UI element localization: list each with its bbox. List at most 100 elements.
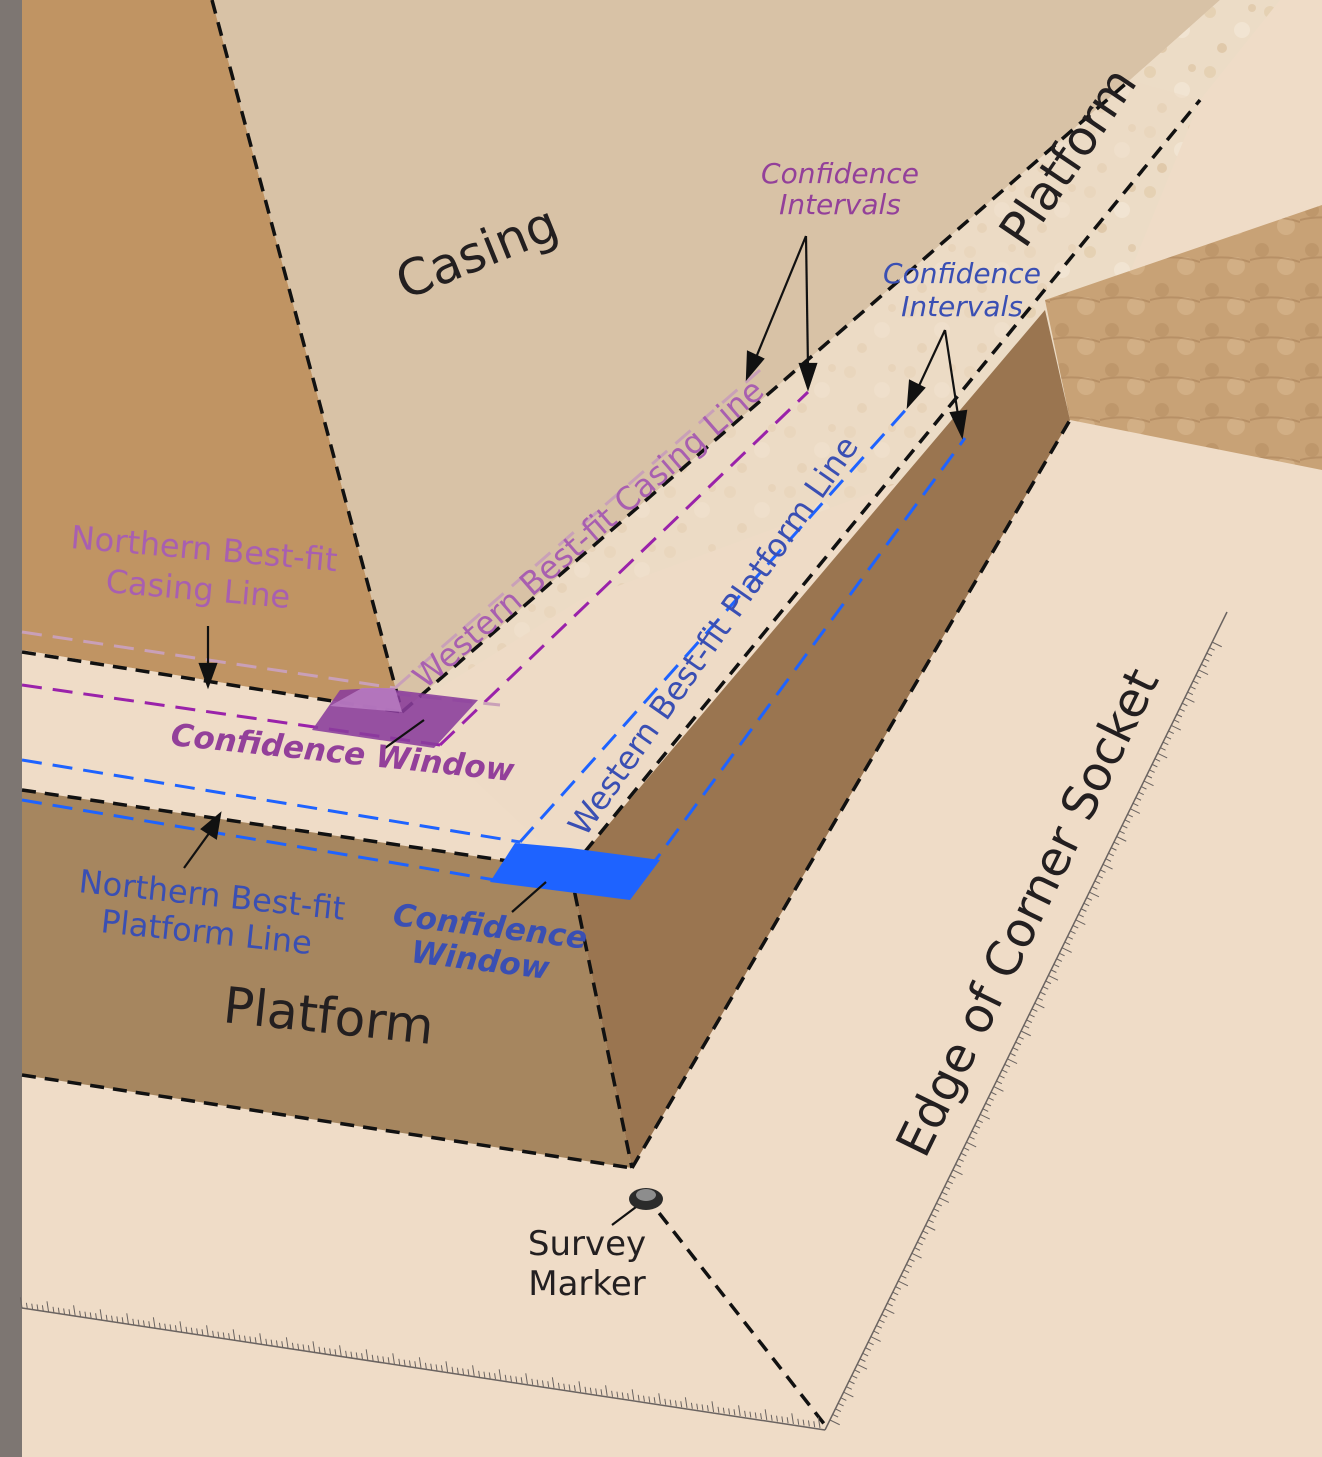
ruler-tick bbox=[936, 1202, 943, 1207]
ruler-tick bbox=[637, 1394, 640, 1401]
ruler-tick bbox=[781, 1416, 784, 1423]
ruler-tick bbox=[684, 1397, 688, 1409]
ruler-tick bbox=[1154, 758, 1161, 762]
ruler-tick bbox=[36, 1304, 39, 1311]
ruler-tick bbox=[786, 1417, 789, 1424]
ruler-tick bbox=[1018, 1036, 1024, 1040]
ruler-tick bbox=[990, 1091, 997, 1096]
ruler-tick bbox=[843, 1391, 854, 1398]
ruler-tick bbox=[960, 1152, 967, 1157]
ruler-tick bbox=[222, 1332, 225, 1339]
ruler-tick bbox=[1206, 652, 1213, 657]
ruler-tick bbox=[1170, 724, 1182, 731]
ruler-tick bbox=[285, 1337, 289, 1349]
ruler-tick bbox=[568, 1384, 571, 1391]
socket-edge-west bbox=[824, 611, 1228, 1431]
arrow-blue-ci-1-shaft bbox=[917, 329, 946, 389]
arrow-purple-ci-2-shaft bbox=[804, 235, 810, 369]
ruler-tick bbox=[371, 1354, 374, 1361]
ruler-tick bbox=[963, 1147, 970, 1151]
ruler-tick bbox=[1078, 913, 1084, 918]
platform-edge-western bbox=[568, 98, 1202, 872]
ruler-tick bbox=[1116, 836, 1127, 842]
ruler-tick bbox=[440, 1365, 443, 1372]
ruler-tick bbox=[589, 1387, 592, 1394]
purple-confidence-intervals-label-2: Intervals bbox=[779, 188, 901, 221]
ruler-tick bbox=[494, 1373, 496, 1380]
ruler-tick bbox=[57, 1307, 60, 1314]
ruler-tick bbox=[865, 1347, 872, 1351]
ruler-tick bbox=[895, 1286, 902, 1290]
ruler-tick bbox=[212, 1330, 215, 1337]
ruler-tick bbox=[99, 1309, 103, 1321]
left-frame bbox=[0, 0, 22, 1457]
ruler-tick bbox=[1045, 980, 1052, 985]
pointer-purple-window bbox=[384, 719, 425, 749]
ruler-tick bbox=[126, 1313, 129, 1325]
platform-edge-corner bbox=[568, 869, 634, 1169]
socket-diagonal bbox=[643, 1193, 827, 1427]
ruler-tick bbox=[1135, 797, 1142, 801]
ruler-tick bbox=[930, 1213, 937, 1218]
ruler-tick bbox=[876, 1325, 883, 1329]
ruler-tick bbox=[1091, 886, 1098, 890]
ruler-tick bbox=[190, 1327, 193, 1334]
ruler-ticks bbox=[19, 641, 1222, 1429]
arrow-blue-ci-1-head bbox=[906, 379, 926, 410]
casing-face-left bbox=[22, 0, 402, 712]
ruler-tick bbox=[1015, 1041, 1022, 1046]
ruler-tick bbox=[1012, 1047, 1019, 1051]
ruler-tick bbox=[408, 1360, 411, 1367]
ruler-tick bbox=[1124, 819, 1131, 823]
ruler-tick bbox=[998, 1075, 1005, 1079]
ruler-tick bbox=[270, 1339, 273, 1346]
ruler-tick bbox=[1119, 830, 1125, 835]
ruler-tick bbox=[971, 1130, 978, 1135]
ruler-tick bbox=[551, 1377, 555, 1389]
ruler-tick bbox=[281, 1341, 284, 1348]
ruler-tick bbox=[922, 1230, 929, 1235]
arrow-purple-ci-2-head bbox=[798, 362, 818, 392]
ruler-tick bbox=[217, 1331, 220, 1338]
ruler-tick bbox=[520, 1377, 523, 1384]
ruler-tick bbox=[717, 1406, 720, 1413]
western-casing-line-light bbox=[394, 368, 761, 690]
ruler-tick bbox=[79, 1310, 82, 1317]
ruler-tick bbox=[498, 1369, 502, 1381]
ruler-tick bbox=[968, 1136, 975, 1140]
ruler-tick bbox=[1088, 891, 1100, 898]
platform-base-western bbox=[630, 419, 1072, 1169]
ruler-tick bbox=[722, 1407, 725, 1414]
ruler-tick bbox=[854, 1369, 861, 1374]
ruler-tick bbox=[643, 1395, 645, 1402]
ruler-tick bbox=[797, 1418, 800, 1425]
ruler-tick bbox=[1020, 1030, 1031, 1037]
ruler-tick bbox=[884, 1308, 895, 1315]
ruler-tick bbox=[908, 1258, 915, 1262]
ruler-tick bbox=[164, 1323, 167, 1330]
ruler-tick bbox=[350, 1351, 353, 1358]
ruler-tick bbox=[680, 1401, 683, 1408]
blue-confidence-intervals-label-2: Intervals bbox=[901, 290, 1023, 323]
ruler-tick bbox=[1179, 708, 1185, 712]
ruler-tick bbox=[478, 1370, 481, 1377]
ruler-tick bbox=[547, 1381, 550, 1388]
ruler-tick bbox=[696, 1403, 699, 1410]
ruler-tick bbox=[1209, 647, 1215, 651]
ruler-tick bbox=[595, 1388, 598, 1395]
platform-base-northern bbox=[21, 1073, 633, 1170]
ruler-tick bbox=[95, 1313, 97, 1320]
ruler-tick bbox=[616, 1391, 619, 1398]
ruler-tick bbox=[974, 1125, 981, 1129]
ruler-tick bbox=[1143, 780, 1154, 787]
ruler-tick bbox=[329, 1348, 332, 1355]
socket-edge-north bbox=[21, 1307, 826, 1431]
purple-confidence-intervals-label-1: Confidence bbox=[761, 157, 919, 190]
ruler-tick bbox=[206, 1325, 209, 1337]
ruler-tick bbox=[73, 1305, 76, 1317]
ruler-tick bbox=[878, 1319, 885, 1324]
ruler-tick bbox=[892, 1291, 899, 1296]
ruler-tick bbox=[1097, 874, 1104, 879]
ruler-tick bbox=[169, 1324, 172, 1331]
